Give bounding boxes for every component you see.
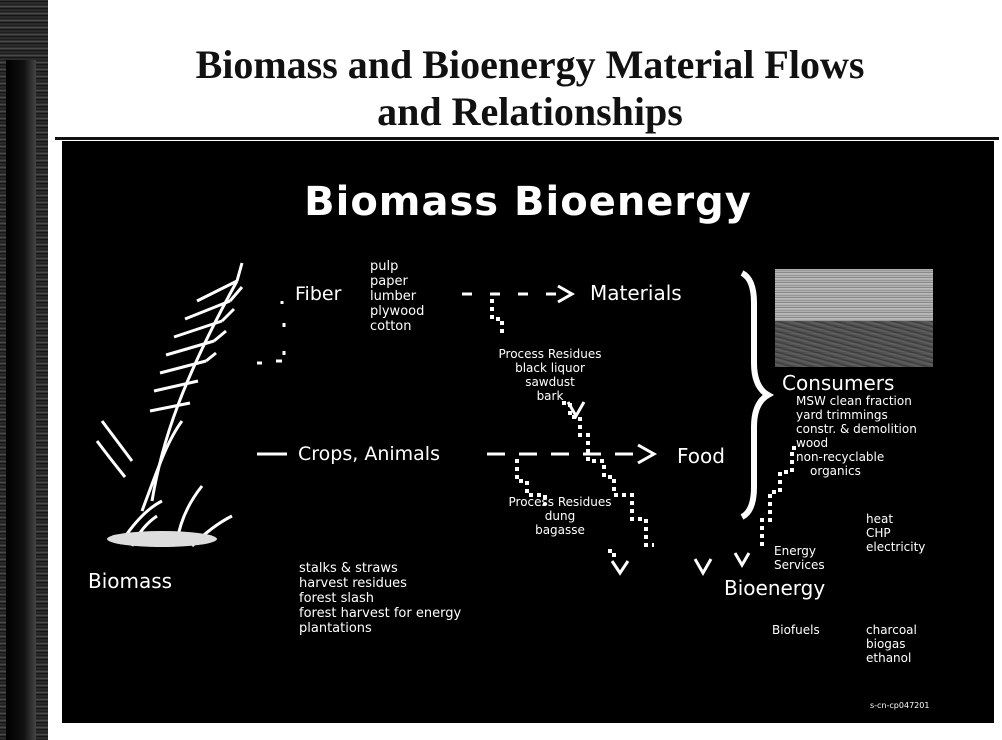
bioenergy-label: Bioenergy — [724, 576, 825, 600]
slide-title: Biomass Bioenergy — [62, 179, 994, 225]
fiber-product: pulp — [370, 259, 424, 274]
energy-output: CHP — [866, 526, 925, 540]
food-label: Food — [677, 444, 725, 468]
residue-item: black liquor — [490, 361, 610, 375]
energy-output: electricity — [866, 540, 925, 554]
biofuel-product: charcoal — [866, 623, 917, 637]
residue-source: harvest residues — [299, 576, 461, 591]
waste-item: non-recyclable — [796, 450, 917, 464]
biofuel-product: ethanol — [866, 651, 917, 665]
fiber-product: lumber — [370, 289, 424, 304]
plant-tufts — [107, 531, 217, 547]
residue-source: forest harvest for energy — [299, 606, 461, 621]
waste-item: MSW clean fraction — [796, 394, 917, 408]
waste-item: constr. & demolition — [796, 422, 917, 436]
image-code: s-cn-cp047201 — [870, 701, 929, 710]
residue-source: plantations — [299, 621, 461, 636]
energy-output: heat — [866, 512, 925, 526]
residue-item: Process Residues — [500, 495, 620, 509]
biofuels-label: Biofuels — [772, 623, 820, 637]
residue-sources-list: stalks & straws harvest residues forest … — [299, 561, 461, 636]
waste-item: wood — [796, 436, 917, 450]
scan-edge-strip — [0, 0, 48, 740]
diagram-slide: Biomass Bioenergy Biomass Fiber pulp pap… — [62, 141, 994, 723]
energy-services-line: Services — [774, 558, 825, 572]
residue-item: bark — [490, 389, 610, 403]
page-title-line-2: and Relationships — [60, 90, 1000, 134]
residue-item: Process Residues — [490, 347, 610, 361]
biofuel-products-list: charcoal biogas ethanol — [866, 623, 917, 665]
plant-illustration — [97, 263, 242, 546]
fiber-product: paper — [370, 274, 424, 289]
residue-item: dung — [500, 509, 620, 523]
residue-source: stalks & straws — [299, 561, 461, 576]
energy-services-line: Energy — [774, 544, 825, 558]
energy-outputs-list: heat CHP electricity — [866, 512, 925, 554]
materials-label: Materials — [590, 281, 682, 305]
energy-services-label: Energy Services — [774, 544, 825, 572]
fiber-products-list: pulp paper lumber plywood cotton — [370, 259, 424, 334]
waste-item: yard trimmings — [796, 408, 917, 422]
fiber-product: plywood — [370, 304, 424, 319]
fiber-product: cotton — [370, 319, 424, 334]
process-residues-fiber: Process Residues black liquor sawdust ba… — [490, 347, 610, 403]
consumers-label: Consumers — [782, 371, 894, 395]
residue-item: sawdust — [490, 375, 610, 389]
biomass-label: Biomass — [88, 569, 172, 593]
fiber-label: Fiber — [295, 283, 341, 305]
biofuel-product: biogas — [866, 637, 917, 651]
process-residues-crops: Process Residues dung bagasse — [500, 495, 620, 537]
residue-item: bagasse — [500, 523, 620, 537]
residue-source: forest slash — [299, 591, 461, 606]
crops-animals-label: Crops, Animals — [298, 443, 440, 465]
page-title-line-1: Biomass and Bioenergy Material Flows — [60, 43, 1000, 87]
consumer-wastes-list: MSW clean fraction yard trimmings constr… — [796, 394, 917, 478]
title-underline — [55, 137, 999, 140]
waste-item: organics — [796, 464, 917, 478]
consumers-photo — [775, 269, 933, 367]
